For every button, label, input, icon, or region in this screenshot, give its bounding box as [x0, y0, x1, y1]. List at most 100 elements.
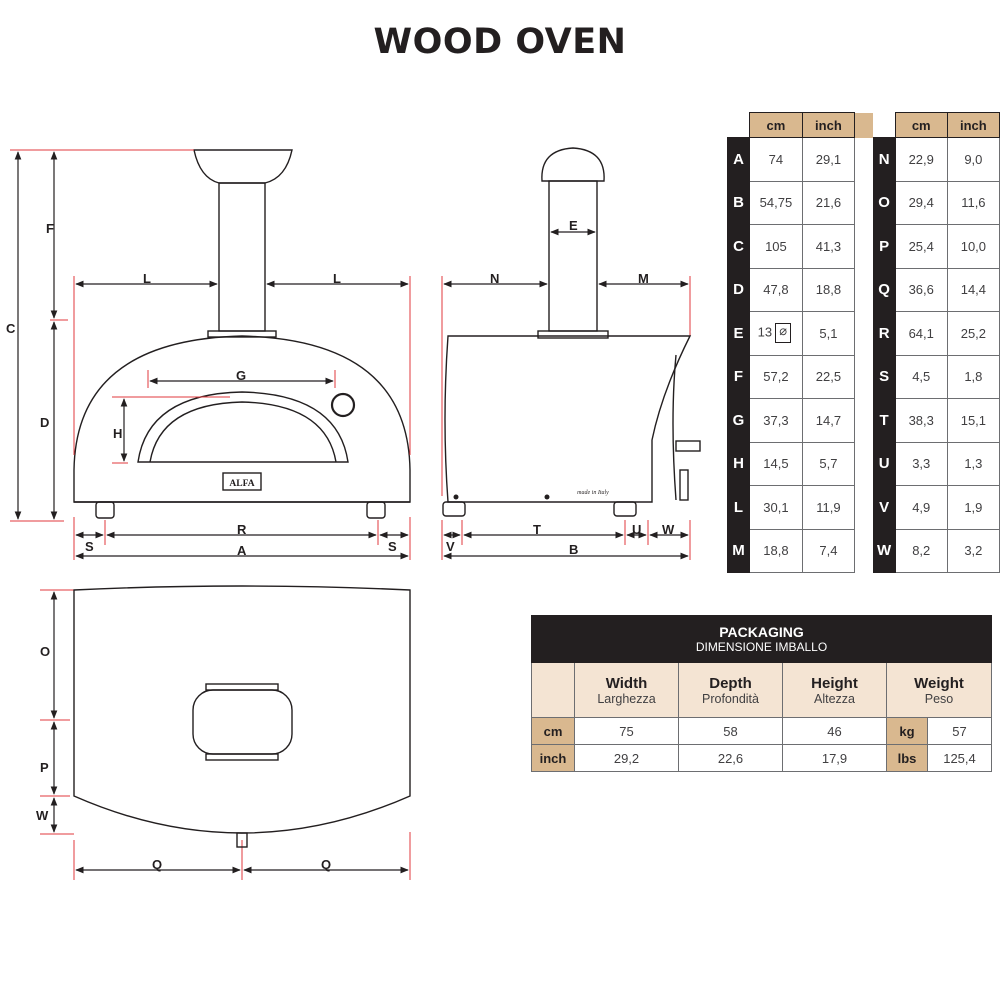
dim-inch: 11,9 [801, 485, 856, 530]
side-door-edge [672, 354, 677, 501]
side-view [442, 147, 701, 517]
dim-label-u: U [632, 522, 641, 537]
dim-inch: 1,9 [946, 485, 1000, 530]
side-badge-text: made in Italy [577, 490, 609, 496]
dim-label-q-left: Q [152, 857, 162, 872]
col-header-cm-2: cm [894, 112, 948, 138]
top-chimney-lip-bottom [205, 753, 279, 761]
cell-height: 46 [782, 717, 887, 745]
dim-label-l-left: L [143, 271, 151, 286]
side-handle [675, 440, 701, 452]
side-chimney-pipe [548, 180, 598, 332]
front-view [73, 149, 411, 519]
dim-label-s-right: S [388, 539, 397, 554]
front-dimension-lines [14, 151, 409, 560]
dim-cm: 38,3 [894, 398, 948, 443]
dim-label-g: G [236, 368, 246, 383]
dim-inch: 5,7 [801, 441, 856, 486]
front-chimney-collar [207, 330, 277, 338]
side-dimension-lines [443, 228, 689, 560]
dim-letter: L [726, 485, 751, 530]
dim-letter: T [872, 398, 896, 443]
cell-height: 17,9 [782, 744, 887, 772]
top-dimension-lines [50, 591, 409, 874]
dim-label-t: T [533, 522, 541, 537]
dim-label-p: P [40, 760, 49, 775]
dim-cm: 105 [749, 224, 803, 269]
badge-text: ALFA [229, 479, 254, 489]
front-foot-right [366, 501, 386, 519]
dim-letter: R [872, 311, 896, 356]
dim-inch: 10,0 [946, 224, 1000, 269]
dim-letter: U [872, 441, 896, 486]
dim-inch: 1,8 [946, 354, 1000, 399]
dim-label-o: O [40, 644, 50, 659]
top-chimney-lip-top [205, 683, 279, 691]
dim-letter: H [726, 441, 751, 486]
dim-label-w-top: W [36, 808, 49, 823]
packaging-title: PACKAGING [719, 624, 804, 640]
col-weight: Weight Peso [886, 662, 992, 718]
dim-inch: 7,4 [801, 528, 856, 573]
dim-cm: 74 [749, 137, 803, 182]
dim-label-c: C [6, 321, 16, 336]
packaging-subtitle: DIMENSIONE IMBALLO [695, 640, 828, 654]
col-width: Width Larghezza [574, 662, 679, 718]
dim-inch: 11,6 [946, 180, 1000, 225]
dim-inch: 3,2 [946, 528, 1000, 573]
dim-label-w-side: W [662, 522, 675, 537]
dim-cm: 4,5 [894, 354, 948, 399]
dim-letter: S [872, 354, 896, 399]
brand-badge [222, 472, 262, 491]
col-width-subtitle: Larghezza [597, 691, 656, 706]
dim-cm: 13 [749, 311, 803, 356]
side-rivet-1 [453, 494, 459, 500]
dim-cm: 36,6 [894, 267, 948, 312]
col-depth-title: Depth [709, 674, 752, 692]
dim-letter: N [872, 137, 896, 182]
dim-inch: 29,1 [801, 137, 856, 182]
front-dome [73, 335, 411, 503]
side-rivet-2 [544, 494, 550, 500]
front-chimney-cap [193, 149, 293, 184]
dim-inch: 15,1 [946, 398, 1000, 443]
row-weight-unit: kg [886, 717, 928, 745]
dim-label-q-right: Q [321, 857, 331, 872]
dim-cm: 47,8 [749, 267, 803, 312]
dim-cm: 25,4 [894, 224, 948, 269]
col-header-inch: inch [801, 112, 856, 138]
dim-cm: 18,8 [749, 528, 803, 573]
cell-width: 75 [574, 717, 679, 745]
dim-inch: 22,5 [801, 354, 856, 399]
dim-letter: V [872, 485, 896, 530]
col-height-subtitle: Altezza [814, 691, 855, 706]
diameter-icon [775, 323, 792, 344]
dim-cm: 64,1 [894, 311, 948, 356]
side-chimney-collar [537, 330, 609, 339]
dim-inch: 9,0 [946, 137, 1000, 182]
dim-label-r: R [237, 522, 247, 537]
dim-letter: C [726, 224, 751, 269]
dim-cm: 54,75 [749, 180, 803, 225]
top-body [73, 585, 411, 834]
dim-cm: 3,3 [894, 441, 948, 486]
dim-cm: 30,1 [749, 485, 803, 530]
dim-label-v: V [446, 539, 455, 554]
dim-letter: M [726, 528, 751, 573]
table-row: cm 75 58 46 kg 57 [531, 717, 992, 745]
row-weight-unit: lbs [886, 744, 928, 772]
dim-cm: 8,2 [894, 528, 948, 573]
dim-inch: 18,8 [801, 267, 856, 312]
side-chimney-cap [541, 147, 605, 182]
oven-mouth-outer [137, 391, 349, 463]
col-height: Height Altezza [782, 662, 887, 718]
col-weight-title: Weight [914, 674, 964, 692]
side-body [444, 335, 692, 503]
side-foot-front [442, 501, 466, 517]
